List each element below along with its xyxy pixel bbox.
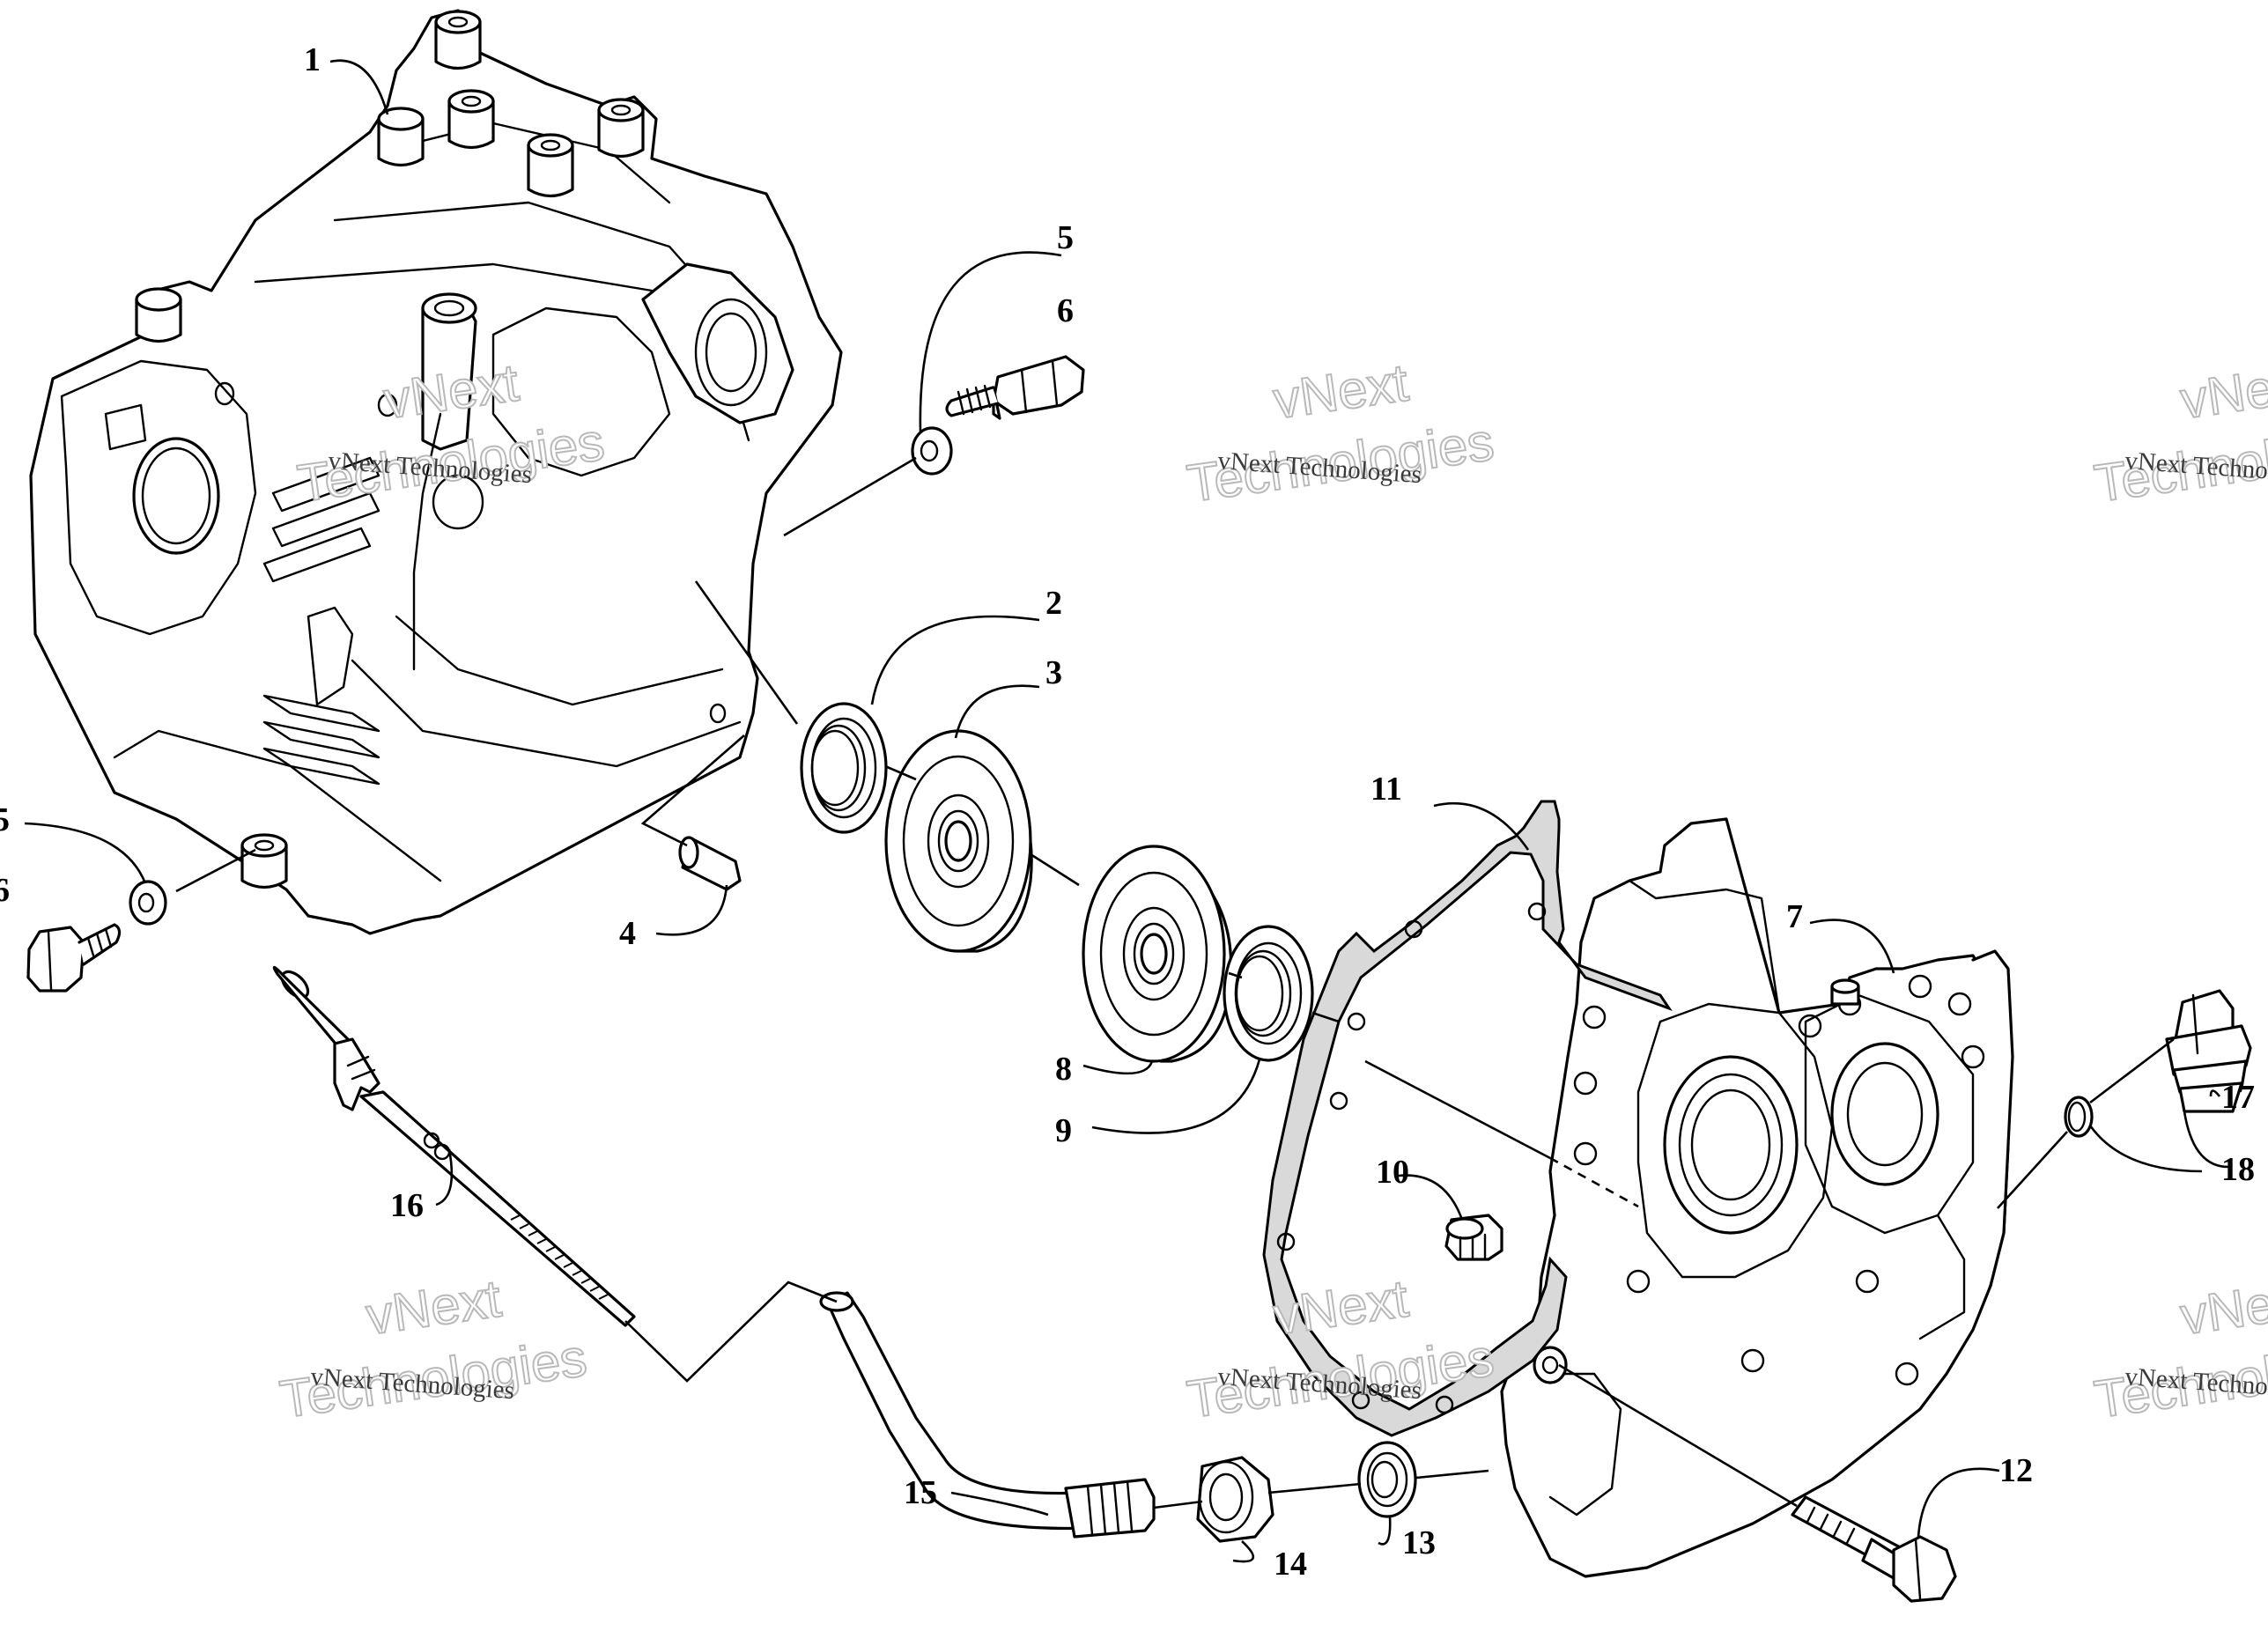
- oil-seal-2: [800, 702, 888, 834]
- svg-text:vNext: vNext: [1270, 353, 1413, 431]
- ball-bearing-8: [1082, 845, 1233, 1063]
- dipstick-16: [272, 965, 636, 1327]
- svg-text:vNext: vNext: [1270, 1269, 1413, 1347]
- dowel-pin-4: [678, 836, 742, 891]
- o-ring-18: [2064, 1096, 2094, 1138]
- svg-text:vNext: vNext: [2177, 353, 2268, 431]
- nut-14: [1196, 1456, 1274, 1543]
- callout-18: 18: [2221, 1151, 2255, 1188]
- svg-text:vNext: vNext: [363, 1269, 506, 1347]
- callout-5-left: 5: [0, 801, 10, 838]
- bolt-12: [1791, 1495, 1957, 1603]
- callout-16: 16: [390, 1187, 424, 1224]
- callout-1: 1: [304, 41, 321, 78]
- callout-6-left: 6: [0, 872, 10, 909]
- housing-boss-group: [135, 10, 645, 889]
- callout-7: 7: [1786, 898, 1803, 935]
- callout-labels: 1 2 3 4 5 5 6 6 7 8 9 10 11 12 13 14 15 …: [0, 41, 2255, 1583]
- callout-4: 4: [619, 915, 636, 952]
- bolt-6-left: [26, 923, 122, 993]
- seal-13: [1357, 1441, 1417, 1518]
- callout-12: 12: [1999, 1452, 2033, 1489]
- callout-9: 9: [1055, 1112, 1072, 1149]
- bolt-6-top: [945, 355, 1085, 420]
- crankcase-housing: [29, 9, 843, 935]
- watermark-4: vNext Technologies vNext Technologies: [276, 1268, 591, 1430]
- callout-13: 13: [1402, 1524, 1436, 1561]
- watermark-2: vNext Technologies vNext Technologies: [1183, 352, 1498, 514]
- callout-6-top: 6: [1057, 292, 1074, 329]
- ball-bearing-3: [884, 729, 1033, 953]
- callout-5-top: 5: [1057, 219, 1074, 256]
- washer-5-top: [911, 426, 953, 476]
- cover-gasket: [1262, 800, 1673, 1437]
- oil-seal-9: [1223, 925, 1314, 1062]
- callout-14: 14: [1274, 1546, 1307, 1583]
- dowel-10: [1444, 1214, 1503, 1261]
- callout-2: 2: [1045, 585, 1062, 622]
- callout-11: 11: [1370, 771, 1402, 808]
- watermark-3: vNext Technologies vNext Technologies: [2090, 352, 2268, 514]
- svg-text:vNext: vNext: [2177, 1269, 2268, 1347]
- watermarks: vNext Technologies vNext Technologies vN…: [276, 352, 2268, 1430]
- callout-10: 10: [1376, 1154, 1409, 1191]
- filler-tube-15: [819, 1291, 1156, 1539]
- assembly-lines: [24, 59, 2229, 1563]
- drain-plug-17: [2165, 989, 2252, 1113]
- callout-8: 8: [1055, 1051, 1072, 1088]
- crankcase-cover: [1500, 817, 2014, 1578]
- watermark-6: vNext Technologies vNext Technologies: [2090, 1268, 2268, 1430]
- callout-17: 17: [2221, 1079, 2255, 1116]
- callout-15: 15: [904, 1474, 937, 1511]
- callout-3: 3: [1045, 654, 1062, 691]
- washer-5-left: [129, 880, 167, 926]
